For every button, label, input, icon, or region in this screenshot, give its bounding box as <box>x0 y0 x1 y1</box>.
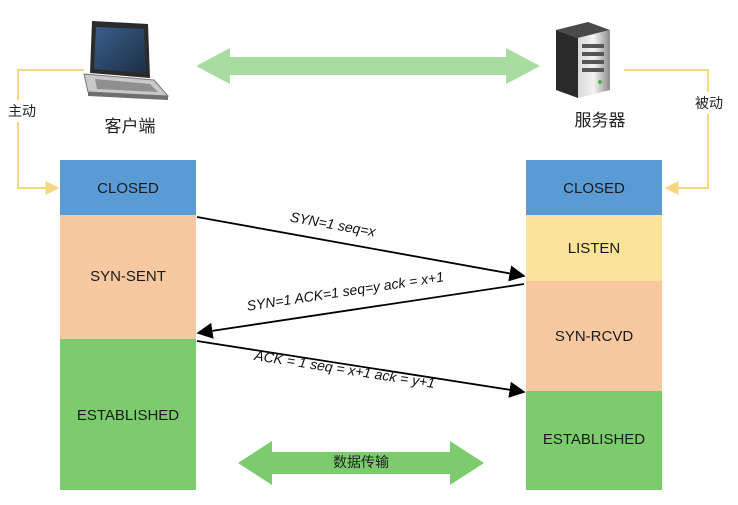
client-state-closed <box>60 160 196 215</box>
server-state-listen <box>526 215 662 281</box>
server-label: 服务器 <box>575 111 626 130</box>
client-state-syn-sent <box>60 215 196 339</box>
server-state-listen-label: LISTEN <box>568 240 621 257</box>
server-role-arrow <box>624 69 709 195</box>
server-state-closed <box>526 160 662 215</box>
server-state-established-label: ESTABLISHED <box>543 431 645 448</box>
message-label-syn-ack: SYN=1 ACK=1 seq=y ack = x+1 <box>246 268 445 313</box>
client-state-closed-label: CLOSED <box>97 180 159 197</box>
data-transfer-label: 数据传输 <box>333 454 389 470</box>
server-state-closed-label: CLOSED <box>563 180 625 197</box>
client-state-syn-sent-label: SYN-SENT <box>90 268 166 285</box>
server-state-established <box>526 391 662 490</box>
client-label: 客户端 <box>105 117 156 136</box>
client-state-established <box>60 339 196 490</box>
laptop-icon <box>83 21 170 100</box>
message-label-ack: ACK = 1 seq = x+1 ack = y+1 <box>252 347 436 391</box>
message-arrow-ack <box>196 340 526 398</box>
server-tower-icon <box>556 22 610 98</box>
message-arrow-syn-ack <box>196 283 525 339</box>
server-state-column: CLOSED LISTEN SYN-RCVD ESTABLISHED <box>526 160 662 490</box>
client-role-arrow <box>17 69 84 195</box>
client-state-column: CLOSED SYN-SENT ESTABLISHED <box>60 160 196 490</box>
data-transfer-arrow <box>238 441 484 485</box>
client-role-label: 主动 <box>8 103 36 119</box>
server-role-label: 被动 <box>695 95 723 111</box>
connection-double-arrow <box>196 48 540 84</box>
message-arrow-syn <box>196 216 526 282</box>
client-state-established-label: ESTABLISHED <box>77 407 179 424</box>
server-state-syn-rcvd-label: SYN-RCVD <box>555 328 634 345</box>
server-state-syn-rcvd <box>526 281 662 391</box>
